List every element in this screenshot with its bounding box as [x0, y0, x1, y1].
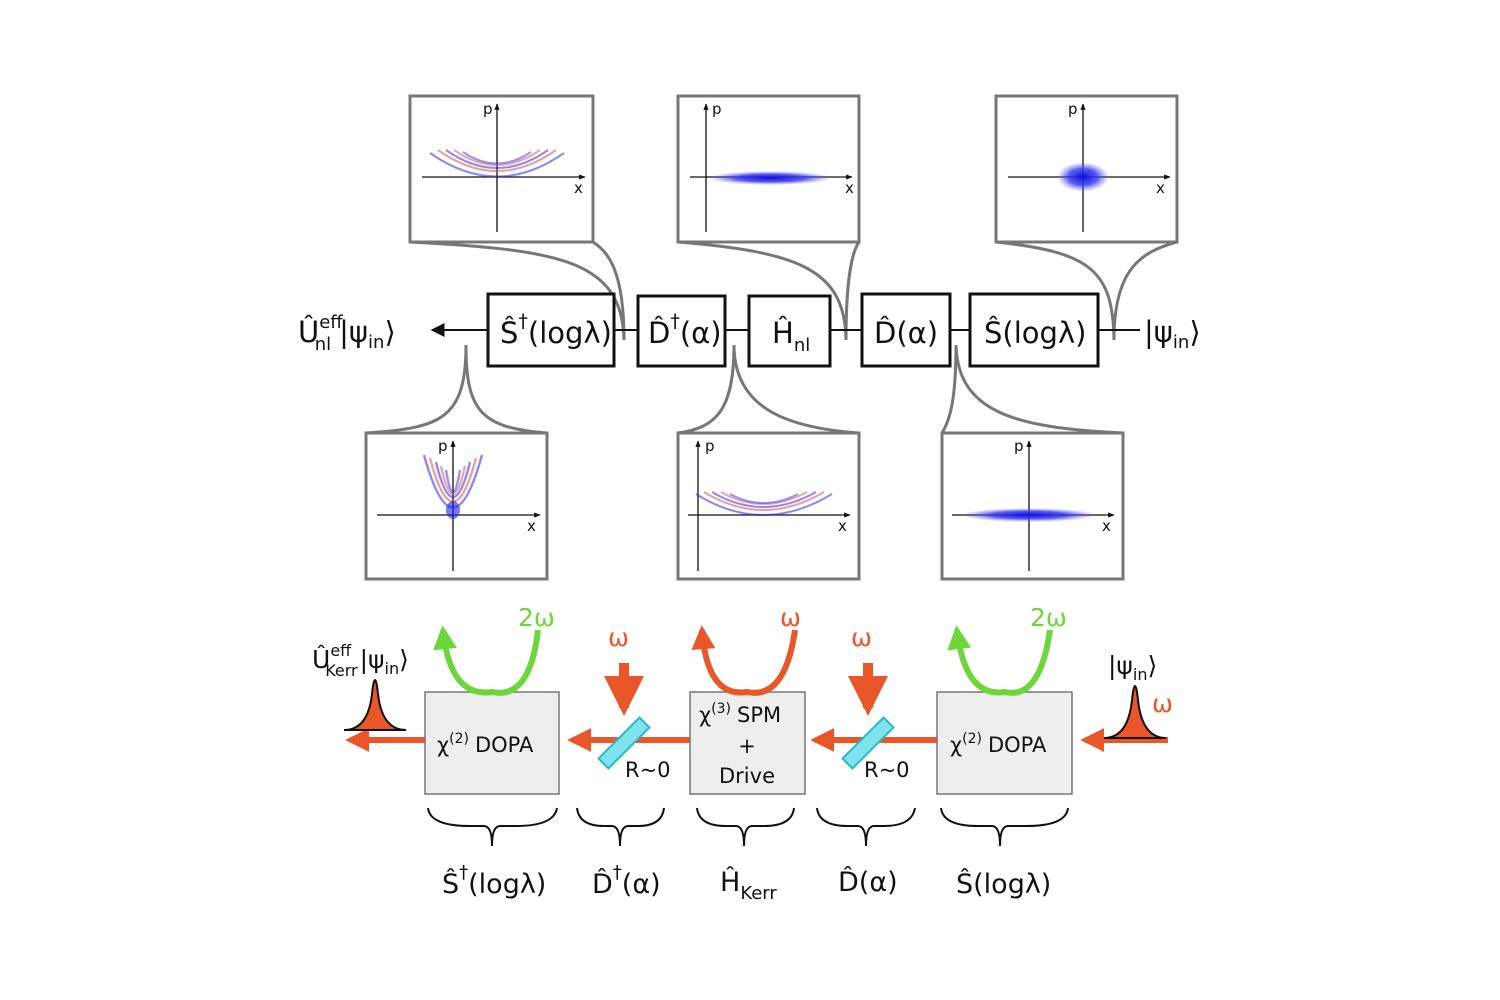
- callout-bottom-2-right: [732, 344, 860, 435]
- brace-labels: Ŝ†(logλ) D̂†(α) ĤKerr D̂(α) Ŝ(logλ): [442, 862, 1051, 904]
- phase-box-frame: [940, 431, 1125, 581]
- p-axis-label: p: [1068, 100, 1078, 118]
- brace-label-d-dagger: D̂†(α): [592, 862, 661, 900]
- spm-drive: Drive: [719, 764, 775, 788]
- beam-splitter-right: [841, 716, 895, 770]
- squeezed-state: [961, 508, 1097, 522]
- brace-label-h-kerr: ĤKerr: [720, 866, 777, 904]
- gate-d-dagger: [636, 294, 727, 368]
- optics-input-state: |ψin⟩: [1108, 651, 1157, 684]
- braces: [427, 807, 1069, 847]
- phase-box-frame: [408, 94, 595, 244]
- gate-s-label: Ŝ(logλ): [984, 316, 1086, 350]
- bs-label-left: R~0: [625, 758, 671, 782]
- callout-top-2-right: [844, 241, 861, 341]
- dopa-box-left: [424, 691, 560, 795]
- gate-h-nl: [747, 294, 832, 368]
- gate-s: [968, 292, 1100, 368]
- pump-w-spm: ω: [780, 603, 801, 632]
- x-axis-label: x: [527, 517, 536, 535]
- phase-space-top-2: p x: [676, 94, 861, 244]
- callout-top-3-left: [995, 240, 1116, 341]
- gate-s-dagger: [486, 292, 616, 368]
- callout-bottom-2-left: [677, 344, 736, 435]
- pump-loop-spm: [691, 625, 798, 696]
- spm-plus: +: [738, 734, 756, 758]
- operator-chain: Ŝ†(logλ) D̂†(α) Ĥnl D̂(α) Ŝ(logλ) |ψin⟩ …: [298, 292, 1201, 368]
- x-axis-label: x: [574, 179, 583, 197]
- squeezed-state: [708, 171, 832, 185]
- x-axis-label: x: [838, 517, 847, 535]
- input-frequency: ω: [1152, 689, 1173, 718]
- callout-top-1-right: [592, 240, 626, 341]
- fringe-core: [446, 501, 460, 519]
- p-axis-label: p: [438, 437, 448, 455]
- dopa-left-label: χ(2)DOPA: [437, 731, 534, 757]
- brace-d-dagger: [576, 807, 665, 847]
- pump-loop-left: [433, 625, 541, 696]
- x-axis-label: x: [845, 179, 854, 197]
- p-axis-label: p: [712, 100, 722, 118]
- brace-h-kerr: [696, 807, 795, 847]
- p-axis-label: p: [1014, 437, 1024, 455]
- wigner-fringes: [422, 454, 484, 509]
- spm-label: χ(3)SPM: [699, 701, 781, 727]
- brace-d: [816, 807, 916, 847]
- callout-top-2-left: [677, 240, 848, 341]
- chain-input-state: |ψin⟩: [1144, 315, 1201, 353]
- brace-label-d: D̂(α): [838, 866, 898, 898]
- callout-bottom-1-left: [365, 344, 468, 435]
- brace-label-s: Ŝ(logλ): [956, 868, 1051, 900]
- pump-2w-right: 2ω: [1030, 603, 1067, 632]
- gate-d-label: D̂(α): [874, 316, 938, 350]
- x-axis-label: x: [1156, 179, 1165, 197]
- gate-s-dagger-label: Ŝ†(logλ): [500, 310, 612, 350]
- brace-s-dagger: [427, 807, 558, 847]
- brace-label-s-dagger: Ŝ†(logλ): [442, 862, 546, 900]
- gate-h-nl-label: Ĥnl: [772, 316, 810, 356]
- callout-bottom-3-right: [954, 344, 1124, 435]
- drive-freq-left: ω: [608, 623, 629, 652]
- callout-top-3-right: [1112, 240, 1178, 341]
- callout-top-1-left: [409, 240, 626, 341]
- coherent-state: [1057, 162, 1109, 192]
- phase-space-top-1: p x: [408, 94, 595, 244]
- pump-loop-right: [947, 625, 1053, 696]
- p-axis-label: p: [705, 437, 715, 455]
- callout-bottom-1-right: [464, 344, 548, 435]
- wigner-fringes: [429, 149, 565, 178]
- dopa-box-right: [936, 691, 1073, 795]
- callout-bottom-3-left: [940, 344, 958, 434]
- drive-freq-right: ω: [851, 623, 872, 652]
- brace-s: [940, 807, 1069, 847]
- bs-label-right: R~0: [864, 758, 910, 782]
- phase-box-frame: [676, 94, 861, 244]
- spm-box: [689, 691, 806, 795]
- p-axis-label: p: [483, 100, 493, 118]
- phase-space-top-3: p x: [994, 94, 1179, 244]
- input-pulse: [1103, 685, 1167, 739]
- gate-d: [860, 292, 952, 368]
- phase-space-bottom-1: p x: [364, 431, 549, 581]
- beam-splitter-left: [597, 716, 651, 770]
- wigner-fringes: [695, 491, 833, 516]
- dopa-right-label: χ(2)DOPA: [950, 731, 1047, 757]
- pump-2w-left: 2ω: [518, 603, 555, 632]
- callout-connectors: [365, 240, 1178, 435]
- phase-space-bottom-2: p x: [676, 431, 861, 581]
- phase-space-bottom-3: p x: [940, 431, 1125, 581]
- gate-d-dagger-label: D̂†(α): [648, 310, 722, 350]
- output-pulse: [343, 679, 407, 731]
- x-axis-label: x: [1102, 517, 1111, 535]
